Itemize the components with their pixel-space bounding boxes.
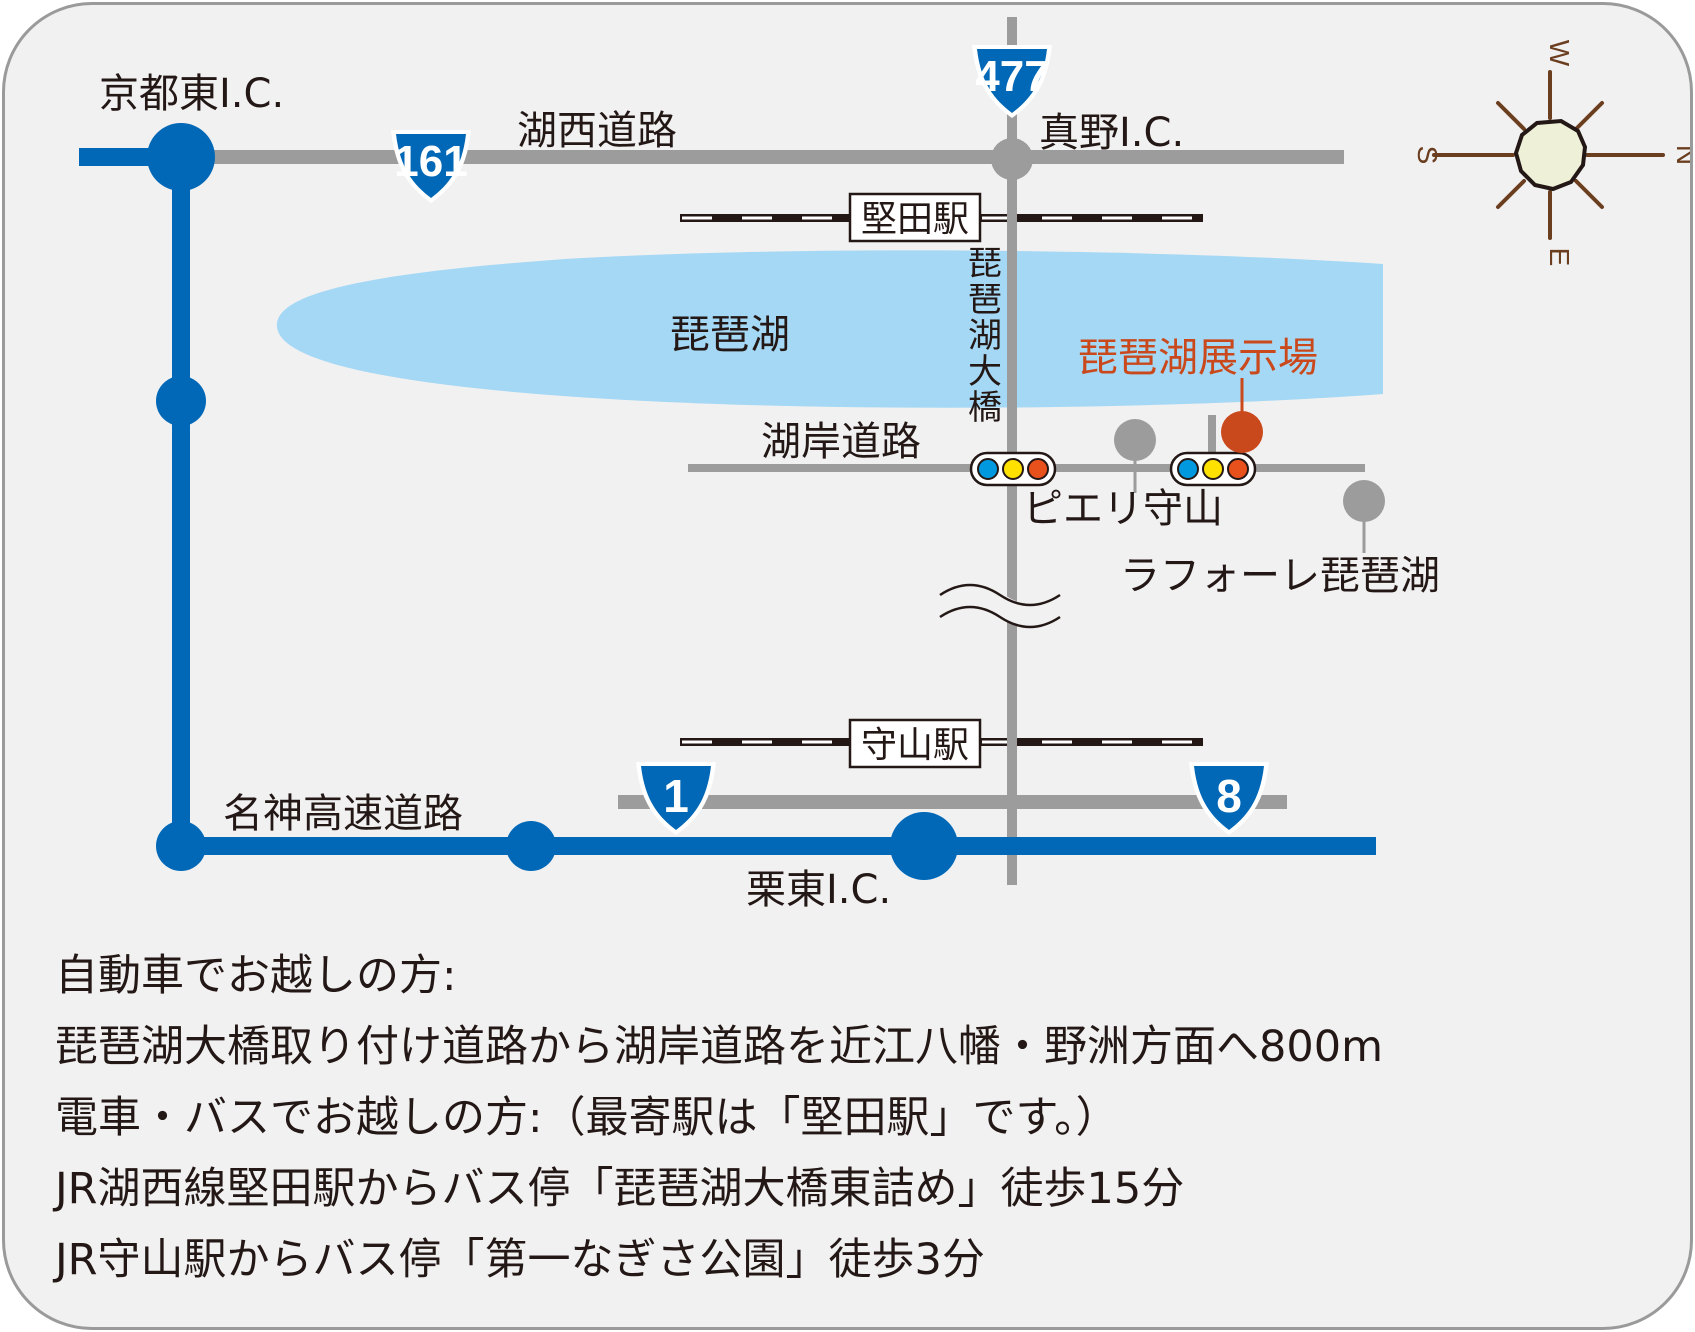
junction-node <box>156 376 206 426</box>
lake-biwa-label: 琵琶湖 <box>670 312 790 358</box>
mano-ic-label: 真野I.C. <box>1039 110 1184 156</box>
route-477-number: 477 <box>975 52 1048 101</box>
bridge-char-4: 大 <box>968 352 1002 392</box>
lakeside-road-label: 湖岸道路 <box>761 419 921 465</box>
compass-s: S <box>1412 146 1443 165</box>
mano-ic-node <box>991 138 1033 180</box>
compass-w: W <box>1544 40 1575 67</box>
directions-train-heading: 電車・バスでお越しの方:（最寄駅は「堅田駅」です。） <box>55 1093 1119 1143</box>
kyoto-higashi-ic-label: 京都東I.C. <box>99 71 284 117</box>
compass-rose-icon <box>1432 70 1665 240</box>
route-161-number: 161 <box>394 137 467 186</box>
ritto-ic-label: 栗東I.C. <box>746 867 891 913</box>
lake-biwa <box>276 250 1383 408</box>
laforet-biwako-pin <box>1343 480 1385 553</box>
kosei-road-label: 湖西道路 <box>517 108 677 154</box>
access-directions: 自動車でお越しの方: 琵琶湖大橋取り付け道路から湖岸道路を近江八幡・野洲方面へ8… <box>55 941 1655 1296</box>
venue-pin <box>1221 378 1263 453</box>
bridge-char-3: 湖 <box>968 316 1002 356</box>
compass-e: E <box>1544 248 1575 267</box>
directions-moriyama-bus: JR守山駅からバス停「第一なぎさ公園」徒歩3分 <box>55 1235 985 1285</box>
route-1-number: 1 <box>663 770 689 822</box>
station-katata-label: 堅田駅 <box>861 199 969 240</box>
pieri-moriyama-label: ピエリ守山 <box>1023 486 1223 532</box>
venue-label: 琵琶湖展示場 <box>1078 335 1318 381</box>
directions-car-route: 琵琶湖大橋取り付け道路から湖岸道路を近江八幡・野洲方面へ800m <box>55 1022 1383 1072</box>
road-break-icon <box>933 583 1067 629</box>
directions-katata-bus: JR湖西線堅田駅からバス停「琵琶湖大橋東詰め」徒歩15分 <box>55 1164 1185 1214</box>
station-moriyama: 守山駅 <box>848 718 982 769</box>
route-1-shield: 1 <box>636 762 716 835</box>
station-moriyama-label: 守山駅 <box>861 725 969 766</box>
bridge-char-5: 橋 <box>968 388 1002 428</box>
traffic-signal-icon <box>969 451 1057 487</box>
kyoto-higashi-ic-node <box>147 123 215 191</box>
expressway-corner-node <box>156 821 206 871</box>
meishin-expressway-label: 名神高速道路 <box>223 791 463 837</box>
route-161-shield: 161 <box>391 130 471 203</box>
bridge-char-2: 琶 <box>968 280 1002 320</box>
station-katata: 堅田駅 <box>848 192 982 243</box>
bridge-char-1: 琵 <box>968 244 1002 284</box>
route-map: 161 477 1 8 堅田駅 守山駅 琵 琶 <box>79 17 1693 913</box>
laforet-biwako-label: ラフォーレ琵琶湖 <box>1120 553 1440 599</box>
ritto-ic-node <box>890 812 958 880</box>
pieri-moriyama-pin <box>1114 419 1156 493</box>
biwako-bridge-label: 琵 琶 湖 大 橋 <box>968 244 1002 428</box>
expressway-node <box>506 821 556 871</box>
route-8-number: 8 <box>1216 770 1242 822</box>
compass-n: N <box>1671 145 1693 165</box>
route-8-shield: 8 <box>1189 762 1269 835</box>
route-477-shield: 477 <box>972 45 1052 118</box>
directions-car-heading: 自動車でお越しの方: <box>55 951 457 1001</box>
traffic-signal-icon <box>1169 451 1257 487</box>
